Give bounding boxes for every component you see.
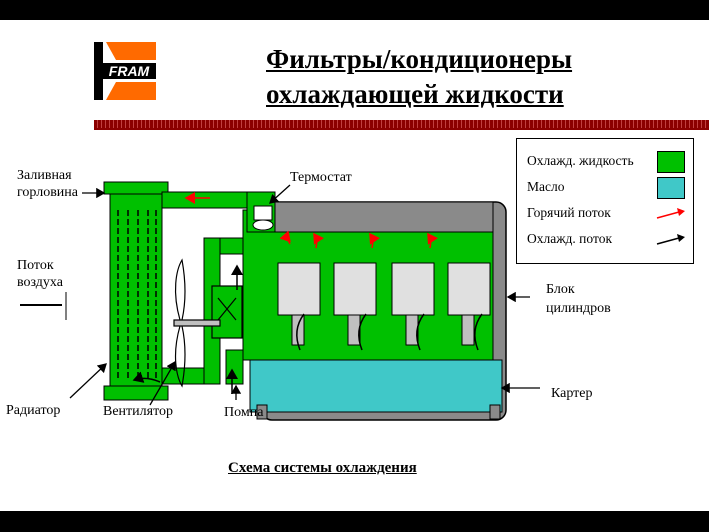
airflow-label-1: Поток: [17, 258, 54, 273]
block-label-1: Блок: [546, 282, 575, 297]
thermostat: [252, 205, 274, 231]
fan-label: Вентилятор: [103, 404, 174, 419]
crankcase-oil: [249, 359, 503, 413]
thermostat-label: Термостат: [290, 170, 352, 185]
logo-text: FRAM: [109, 63, 150, 79]
legend: Охлажд. жидкость Масло Горячий поток Охл…: [516, 138, 694, 264]
block-label-2: цилиндров: [546, 301, 611, 316]
radiator: [103, 181, 169, 401]
airflow-label-2: воздуха: [17, 275, 63, 290]
legend-cool-flow-label: Охлажд. поток: [527, 231, 613, 246]
fram-logo: FRAM: [94, 42, 156, 100]
cooling-system-diagram: [20, 181, 540, 421]
title-line-1: Фильтры/кондиционеры: [266, 44, 573, 74]
legend-cool-flow-arrow: [656, 234, 685, 245]
legend-coolant-swatch: [657, 151, 685, 173]
fan: [173, 258, 221, 388]
title-line-2: охлаждающей жидкости: [266, 79, 564, 109]
slide: FRAM Фильтры/кондиционеры охлаждающей жи…: [0, 20, 709, 511]
legend-oil-swatch: [657, 177, 685, 199]
crankcase-label: Картер: [551, 386, 593, 401]
filler-neck-label-1: Заливная: [17, 168, 72, 183]
legend-hot-flow-label: Горячий поток: [527, 205, 611, 220]
water-pump: [211, 285, 243, 339]
title-divider: [94, 120, 709, 128]
hot-flow-arrows: [184, 192, 438, 249]
diagram-caption: Схема системы охлаждения: [228, 460, 417, 476]
filler-neck-label-2: горловина: [17, 185, 79, 200]
pump-label: Помпа: [224, 405, 264, 420]
legend-oil-label: Масло: [527, 179, 565, 194]
pistons: [277, 262, 491, 346]
legend-hot-flow-arrow: [656, 208, 685, 219]
radiator-label: Радиатор: [6, 403, 61, 418]
legend-coolant-label: Охлажд. жидкость: [527, 153, 634, 168]
title-divider-thin: [94, 128, 709, 130]
